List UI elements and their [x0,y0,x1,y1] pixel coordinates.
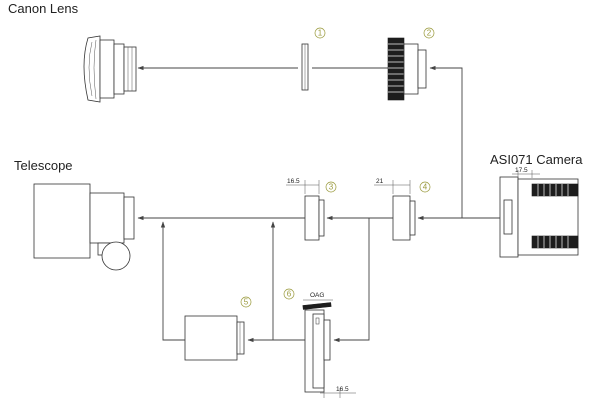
camera-label: ASI071 Camera [490,152,583,167]
part-4-spacer-21: 21 4 [374,178,431,241]
dim-camera: 17.5 [515,167,528,174]
part-1-spacer: 1 [301,27,326,91]
dim-part-6-top: OAG [310,292,324,299]
dim-part-4: 21 [376,178,384,185]
part-5-filter-wheel: 5 [184,296,252,361]
telescope [33,183,135,271]
telescope-label: Telescope [14,158,73,173]
part-number-3: 3 [329,183,334,192]
part-2-ef-adapter: 2 [387,27,435,101]
dim-part-6-bottom: 16.5 [336,386,349,393]
arrow-camera-to-part2 [429,65,463,218]
part-number-4: 4 [423,183,428,192]
canon-lens-label: Canon Lens [8,1,79,16]
part-6-oag: OAG 16.5 6 [283,288,356,398]
asi071-camera: 17.5 [499,167,579,258]
part-number-1: 1 [318,29,323,38]
part-3-spacer-16-5: 16.5 3 [286,178,337,241]
part-number-6: 6 [287,290,292,299]
arrow-part5-to-main-path [160,221,185,341]
part-number-5: 5 [244,298,249,307]
dim-part-3: 16.5 [287,178,300,185]
arrow-part4-to-oag [333,218,370,343]
part-number-2: 2 [427,29,432,38]
canon-lens [83,35,137,103]
